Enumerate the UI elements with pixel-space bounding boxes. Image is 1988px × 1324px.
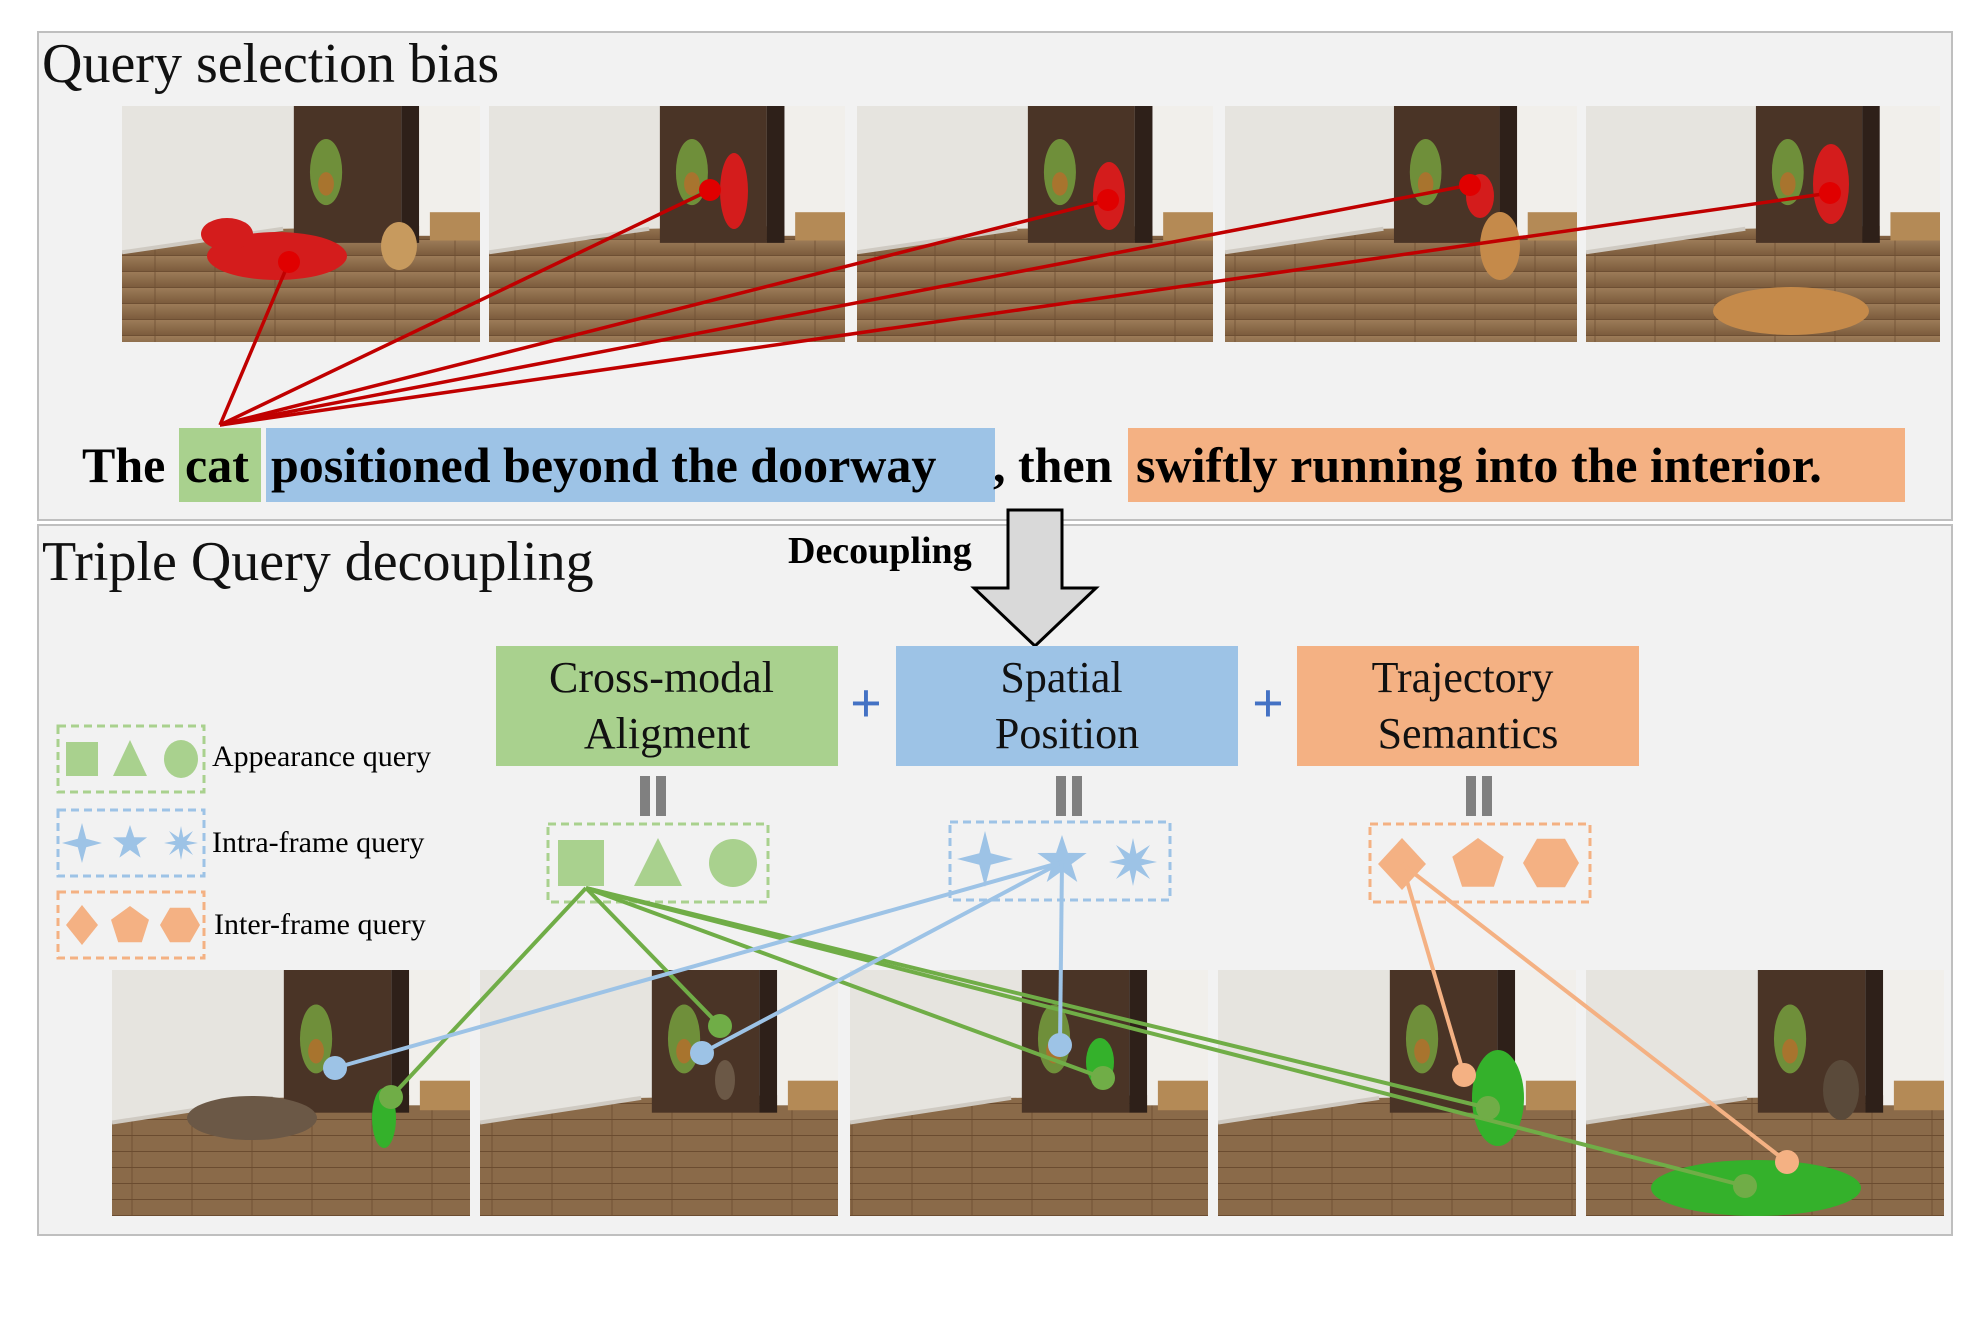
- video-frame: [857, 106, 1213, 342]
- red-link-line: [219, 198, 1109, 427]
- concept-boxes: Cross-modal Aligment Spatial Position Tr…: [496, 646, 1639, 766]
- video-frame: [1225, 106, 1577, 342]
- legend-pentagon-icon: [111, 906, 149, 943]
- video-frame: [112, 970, 470, 1216]
- cross-modal-line1: Cross-modal: [549, 653, 774, 702]
- motion-highlight: [1128, 428, 1905, 502]
- video-frame: [489, 106, 845, 342]
- cat-highlight: [179, 428, 261, 502]
- red-query-dot: [1459, 174, 1481, 196]
- sentence-word-cat: cat: [185, 437, 249, 493]
- legend-hexagon-icon: [160, 907, 200, 943]
- orange-link-line: [1400, 863, 1466, 1076]
- position-highlight: [266, 428, 995, 502]
- video-frame: [1586, 106, 1940, 342]
- star4-icon: [957, 831, 1013, 887]
- red-link-lines: [218, 174, 1841, 427]
- legend: Appearance query Intra-frame query Inter…: [56, 724, 431, 960]
- appearance-query-group: [546, 822, 770, 904]
- sentence: The cat positioned beyond the doorway , …: [82, 428, 1905, 502]
- top-frames: [122, 106, 1940, 342]
- blue-link-line: [701, 860, 1063, 1055]
- legend-diamond-icon: [66, 905, 98, 945]
- legend-intra-label: Intra-frame query: [212, 826, 424, 859]
- trajectory-box: Trajectory Semantics: [1297, 646, 1639, 766]
- query-link-lines: [323, 860, 1799, 1198]
- blue-query-dot: [1048, 1033, 1072, 1057]
- video-frame: [1218, 970, 1576, 1216]
- star8-icon: [1109, 838, 1157, 886]
- blue-link-line: [1058, 861, 1064, 1046]
- video-frame: [850, 970, 1208, 1216]
- equals-signs: [640, 776, 1492, 816]
- sentence-word-then: , then: [993, 437, 1113, 493]
- star5-icon: [1037, 835, 1087, 882]
- green-query-dot: [379, 1085, 403, 1109]
- sentence-phrase-position: positioned beyond the doorway: [271, 437, 936, 493]
- cross-modal-line2: Aligment: [584, 709, 750, 758]
- green-link-line: [585, 886, 1104, 1080]
- hexagon-icon: [1523, 838, 1579, 888]
- red-query-dot: [1097, 189, 1119, 211]
- svg-text:The cat positioned: The cat positioned beyond the doorway , …: [82, 437, 1822, 493]
- red-link-line: [219, 183, 1471, 427]
- video-frame: [1586, 970, 1944, 1216]
- orange-query-dot: [1775, 1150, 1799, 1174]
- svg-text:Cross-modal Aligment: Cross-modal Aligment: [549, 653, 785, 758]
- legend-star5-icon: [112, 825, 148, 858]
- legend-triangle-icon: [113, 740, 147, 776]
- legend-appearance-label: Appearance query: [212, 740, 431, 773]
- green-link-line: [584, 886, 722, 1028]
- trajectory-line1: Trajectory: [1372, 653, 1554, 702]
- decoupling-label: Decoupling: [788, 530, 972, 572]
- green-link-line: [389, 886, 588, 1099]
- sentence-word-the: The: [82, 437, 165, 493]
- sentence-phrase-motion: swiftly running into the interior.: [1136, 437, 1822, 493]
- green-query-dot: [1476, 1096, 1500, 1120]
- square-icon: [558, 840, 604, 886]
- red-link-line: [219, 191, 1831, 427]
- red-link-line: [218, 261, 291, 426]
- red-link-line: [219, 188, 711, 427]
- red-mask: [720, 153, 748, 229]
- red-query-dot: [1819, 182, 1841, 204]
- cross-modal-box: Cross-modal Aligment: [496, 646, 838, 766]
- blue-query-dot: [690, 1041, 714, 1065]
- trajectory-line2: Semantics: [1378, 709, 1559, 758]
- green-query-dot: [1733, 1174, 1757, 1198]
- legend-circle-icon: [164, 740, 198, 778]
- legend-inter-label: Inter-frame query: [214, 908, 426, 941]
- red-query-dot: [699, 179, 721, 201]
- red-query-dot: [278, 251, 300, 273]
- green-link-line: [585, 886, 1746, 1188]
- top-panel-title: Query selection bias: [42, 33, 499, 95]
- query-groups: [546, 820, 1592, 904]
- inter-frame-query-group: [1368, 822, 1592, 904]
- blue-link-line: [334, 860, 1063, 1070]
- bottom-panel-title: Triple Query decoupling: [42, 531, 594, 593]
- green-mask: [1472, 1050, 1524, 1146]
- orange-link-line: [1400, 862, 1789, 1164]
- spatial-line1: Spatial: [1000, 653, 1122, 702]
- orange-query-dot: [1452, 1063, 1476, 1087]
- spatial-line2: Position: [995, 709, 1139, 758]
- video-frame: [122, 106, 480, 342]
- svg-text:Trajectory Semantics: Trajectory Semantics: [1372, 653, 1565, 758]
- svg-text:Spatial Position: Spatial Position: [995, 653, 1139, 758]
- legend-square-icon: [66, 742, 98, 776]
- triangle-icon: [634, 838, 682, 886]
- blue-query-dot: [323, 1056, 347, 1080]
- plus-sign-1: +: [850, 673, 882, 735]
- plus-sign-2: +: [1252, 673, 1284, 735]
- decoupling-arrow: Decoupling: [788, 508, 1100, 649]
- spatial-position-box: Spatial Position: [896, 646, 1238, 766]
- legend-star8-icon: [164, 826, 198, 860]
- video-frame: [480, 970, 838, 1216]
- green-query-dot: [1091, 1066, 1115, 1090]
- legend-star4-icon: [62, 823, 102, 863]
- circle-icon: [709, 839, 757, 887]
- green-query-dot: [708, 1014, 732, 1038]
- pentagon-icon: [1452, 838, 1504, 887]
